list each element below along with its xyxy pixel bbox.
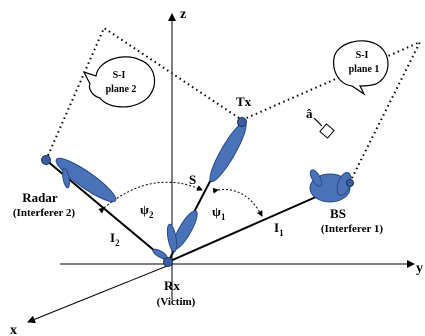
radar-role-label: (Interferer 2) (13, 207, 76, 219)
si-plane-1-line2: plane 1 (349, 64, 380, 75)
si-plane-1-bubble: S-I plane 1 (333, 40, 389, 96)
bs-label: BS (330, 206, 346, 221)
tx-beam (209, 121, 247, 183)
psi1-label: ψ1 (212, 204, 226, 222)
y-axis-label: y (416, 261, 423, 276)
z-axis-label: z (180, 7, 186, 22)
rx-node (163, 257, 173, 267)
angle-psi1-arc (212, 187, 263, 217)
rx-label: Rx (164, 278, 180, 293)
si-plane-1-outline (241, 39, 423, 183)
angle-psi2-arc (98, 181, 203, 214)
tx-node (237, 117, 247, 127)
si-plane-2-bubble: S-I plane 2 (82, 56, 156, 108)
x-axis-label: x (10, 323, 17, 336)
psi2-label: ψ2 (140, 202, 154, 220)
bs-beam (309, 169, 352, 203)
tx-label: Tx (236, 94, 252, 109)
normal-vector-label: â (306, 106, 313, 121)
normal-vector: â (306, 106, 335, 139)
si-plane-2-line2: plane 2 (106, 84, 137, 95)
s-label: S (189, 172, 196, 187)
si-plane-2-line1: S-I (113, 70, 126, 81)
i2-label: I2 (110, 230, 120, 248)
rx-beam (152, 210, 198, 260)
radar-beam (55, 157, 117, 203)
bs-role-label: (Interferer 1) (321, 223, 384, 235)
radar-node (41, 155, 51, 165)
si-plane-1-line1: S-I (356, 50, 369, 61)
radar-label: Radar (22, 190, 58, 205)
x-axis (27, 263, 173, 324)
i1-label: I1 (274, 220, 284, 238)
rx-role-label: (Victim) (157, 296, 196, 308)
bs-node (346, 179, 354, 187)
